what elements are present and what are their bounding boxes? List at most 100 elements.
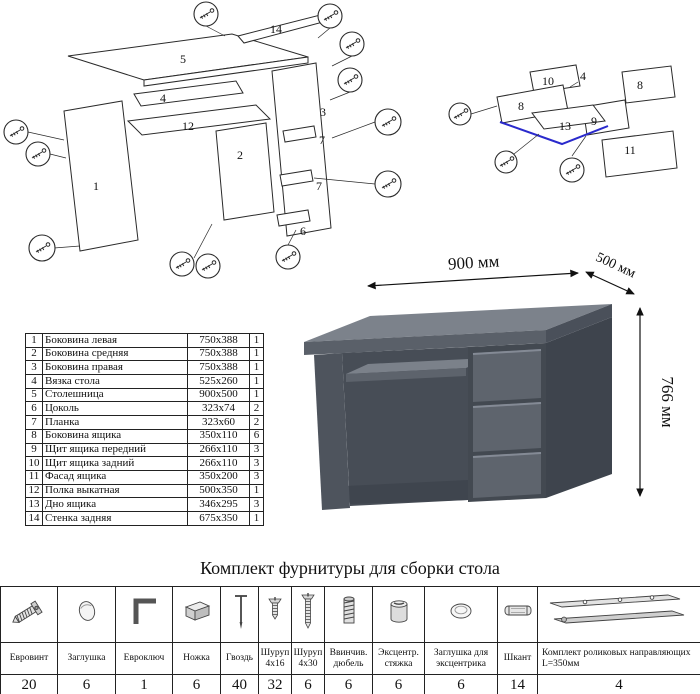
part-keyboard-shelf: [126, 104, 272, 136]
cam-cap-icon: [450, 603, 472, 619]
hardware-name: Ножка: [172, 642, 221, 675]
part-qty: 3: [249, 469, 264, 485]
part-label: 11: [624, 143, 636, 157]
part-size: 500x350: [187, 483, 250, 499]
part-drawer-facade: [601, 130, 678, 178]
part-tabletop-edge: [143, 56, 309, 87]
part-middle-side: [215, 122, 275, 221]
part-label: 12: [182, 119, 194, 133]
part-number: 2: [25, 346, 43, 362]
part-name: Вязка стола: [42, 374, 188, 389]
hardware-name: Евровинт: [0, 642, 58, 675]
part-label: 4: [580, 69, 586, 83]
hardware-name: Заглушка: [57, 642, 116, 675]
part-qty: 1: [249, 374, 264, 389]
part-label: 6: [300, 224, 306, 238]
hardware-qty: 1: [115, 674, 173, 694]
screw-4x30-icon: [301, 593, 315, 629]
desk-3d-render: 900 мм 500 мм 766 мм: [304, 250, 677, 510]
screw-4x16-icon: [268, 597, 282, 620]
cabinet-side: [546, 317, 612, 498]
part-name: Столешница: [42, 387, 188, 403]
hardware-qty: 6: [172, 674, 221, 694]
part-size: 266x110: [187, 456, 250, 471]
table-row: 10 Щит ящика задний 266x110 3: [25, 456, 264, 471]
hardware-icon-cell: [291, 586, 325, 643]
tabletop-front-face: [304, 330, 546, 355]
part-qty: 1: [249, 483, 264, 499]
part-label: 8: [637, 78, 643, 92]
fastener-callout: [448, 102, 472, 126]
part-left-side: [63, 100, 139, 252]
part-qty: 3: [249, 456, 264, 471]
part-number: 14: [25, 510, 43, 526]
part-label: 10: [542, 74, 554, 88]
part-label: 13: [559, 119, 571, 133]
part-number: 10: [25, 456, 43, 471]
desk-left-panel: [314, 353, 350, 510]
part-name: Боковина правая: [42, 360, 188, 376]
hardware-qty: 6: [291, 674, 325, 694]
hardware-name: Евроключ: [115, 642, 173, 675]
part-number: 3: [25, 360, 43, 376]
hardware-qty: 6: [324, 674, 373, 694]
part-qty: 1: [249, 360, 264, 376]
fastener-callout: [494, 150, 518, 174]
desk-body: [304, 304, 612, 510]
part-size: 346x295: [187, 497, 250, 512]
part-qty: 1: [249, 333, 264, 348]
roller-guides-icon: [549, 594, 685, 624]
hardware-icon-cell: [115, 586, 173, 643]
part-number: 12: [25, 483, 43, 499]
depth-dimension: 500 мм: [593, 250, 638, 281]
hardware-qty: 4: [537, 674, 700, 694]
part-qty: 1: [249, 387, 264, 403]
part-number: 5: [25, 387, 43, 403]
part-name: Цоколь: [42, 401, 188, 417]
part-label: 3: [320, 105, 326, 119]
table-row: 5 Столешница 900x500 1: [25, 387, 264, 403]
part-size: 750x388: [187, 333, 250, 348]
fastener-callout: [169, 251, 195, 277]
part-right-side: [271, 62, 332, 237]
hardware-name: Шуруп 4х16: [258, 642, 292, 675]
leader-lines: [27, 25, 376, 259]
table-row: 3 Боковина правая 750x388 1: [25, 360, 264, 376]
table-row: 9 Щит ящика передний 266x110 3: [25, 442, 264, 458]
cap-plug-icon: [78, 601, 95, 621]
hardware-qty: 20: [0, 674, 58, 694]
hardware-icons-row: [0, 586, 700, 643]
hardware-name: Комплект роликовых направляющих L=350мм: [537, 642, 700, 675]
hardware-kit-title: Комплект фурнитуры для сборки стола: [200, 558, 500, 578]
fastener-callouts: [3, 1, 402, 279]
hardware-name: Эксцентр. стяжка: [372, 642, 425, 675]
parts-table: 1 Боковина левая 750x388 1 2 Боковина ср…: [25, 333, 264, 526]
part-name: Стенка задняя: [42, 510, 188, 526]
table-row: 14 Стенка задняя 675x350 1: [25, 510, 264, 526]
fastener-callout: [337, 67, 363, 93]
hardware-icon-cell: [172, 586, 221, 643]
hex-key-icon: [133, 598, 156, 624]
drawer-edge-highlights: [472, 349, 542, 458]
drawer-front-3: [473, 452, 541, 498]
fastener-callout: [317, 3, 343, 29]
table-row: 1 Боковина левая 750x388 1: [25, 333, 264, 348]
table-row: 4 Вязка стола 525x260 1: [25, 374, 264, 389]
part-number-labels: 14 5 4 12 2 1 3 7 7 6: [93, 22, 326, 238]
leader-lines: [470, 81, 587, 157]
part-name: Планка: [42, 415, 188, 430]
hardware-name: Гвоздь: [220, 642, 259, 675]
part-label: 2: [237, 148, 243, 162]
part-number-labels: 10 4 8 8 9 13 11: [518, 69, 643, 157]
part-number: 9: [25, 442, 43, 458]
exploded-view-drawer: 10 4 8 8 9 13 11: [448, 64, 678, 183]
part-name: Боковина ящика: [42, 428, 188, 444]
hardware-qty-row: 20 6 1 6 40 32 6 6 6 6 14 4: [0, 674, 700, 694]
part-label: 7: [319, 133, 325, 147]
drawer-front-1: [473, 349, 541, 402]
hardware-icon-cell: [0, 586, 58, 643]
part-number: 1: [25, 333, 43, 348]
part-plank-top: [282, 125, 317, 143]
hardware-icon-cell: [424, 586, 498, 643]
